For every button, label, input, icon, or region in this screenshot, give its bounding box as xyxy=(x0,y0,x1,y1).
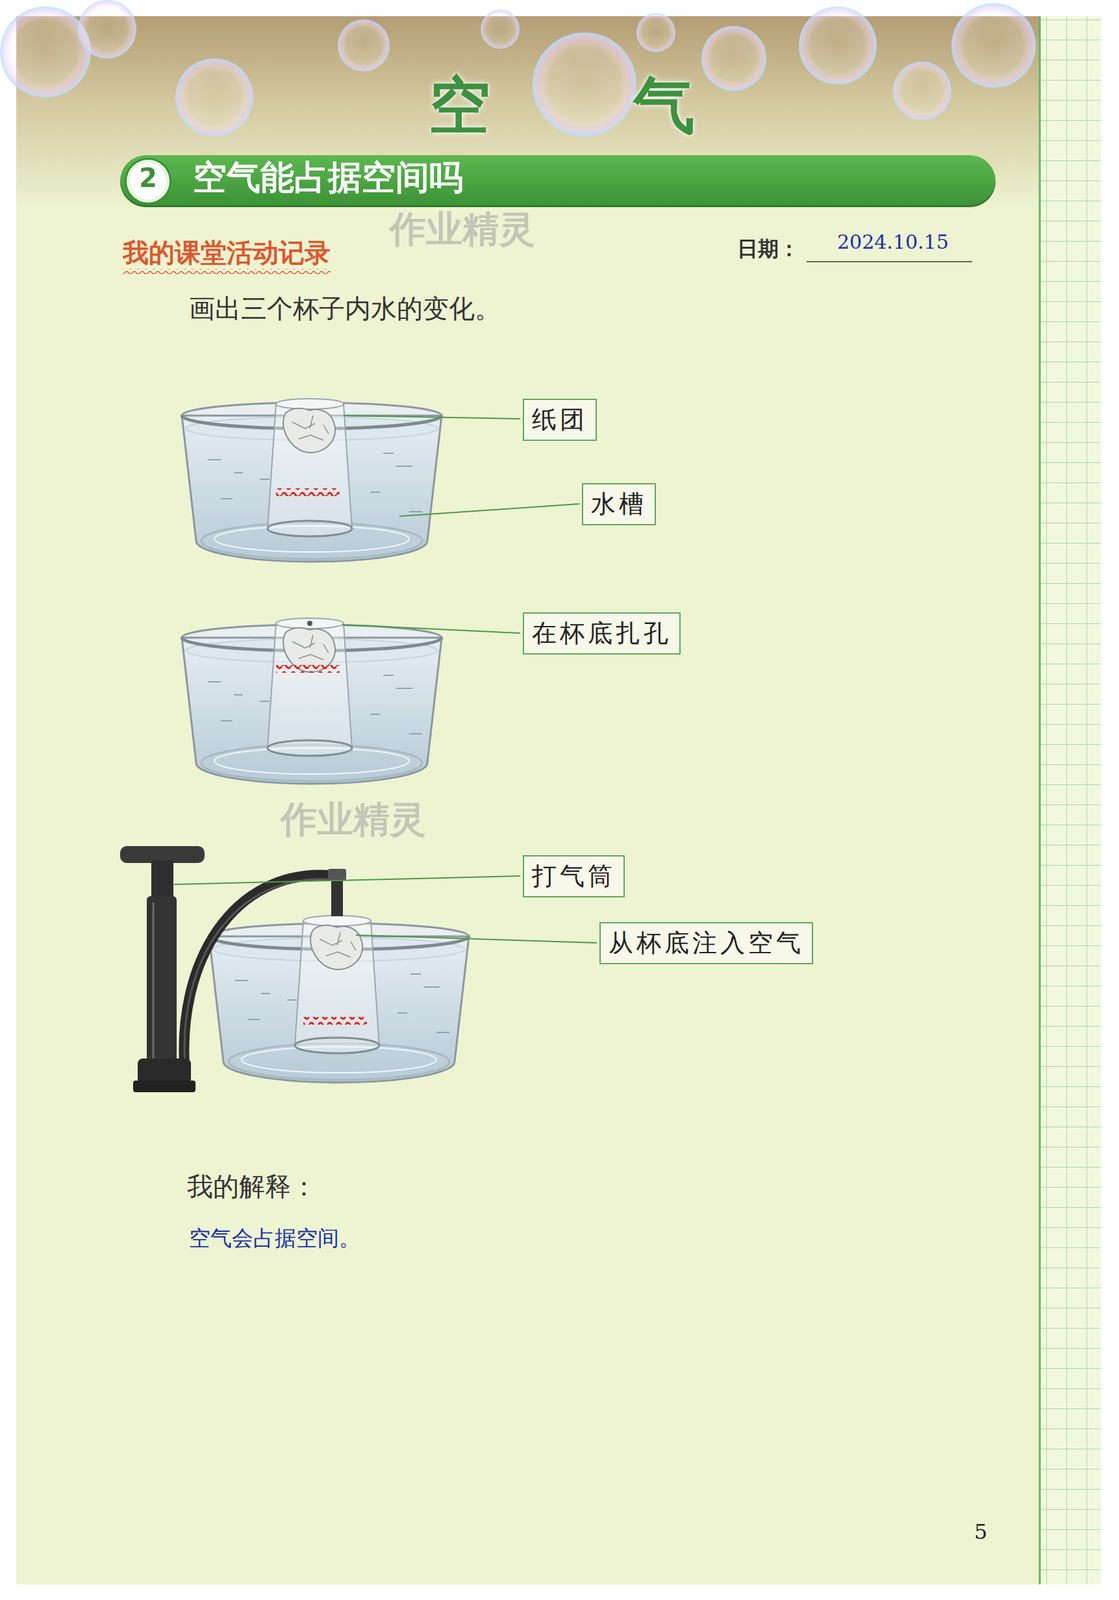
part-label: 从杯底注入空气 xyxy=(608,927,805,960)
hole xyxy=(307,620,313,627)
leader-line xyxy=(344,415,521,419)
page-title: 空气 xyxy=(428,64,838,149)
part-label: 打气筒 xyxy=(531,860,616,893)
page-ground xyxy=(0,0,1101,1585)
number-circle: 2 xyxy=(126,159,170,203)
explanation-label: 我的解释： xyxy=(187,1169,317,1205)
grid-border xyxy=(1039,16,1042,1585)
pump-barrel xyxy=(146,896,177,1067)
tank-paper-ball xyxy=(181,398,442,562)
pump-base xyxy=(133,1080,196,1093)
water-level-mark xyxy=(276,665,340,673)
leader-line xyxy=(342,624,521,634)
pump-shine xyxy=(152,902,155,1059)
part-label: 水槽 xyxy=(590,488,647,521)
leader-line xyxy=(355,935,597,943)
cup xyxy=(294,915,380,1054)
hose xyxy=(183,875,330,1075)
instruction: 画出三个杯子内水的变化。 xyxy=(188,290,501,327)
page-number: 5 xyxy=(974,1519,988,1545)
header-photo xyxy=(16,16,1040,212)
callout-box: 纸团 xyxy=(522,398,597,441)
explanation-answer: 空气会占据空间。 xyxy=(188,1224,361,1254)
cup xyxy=(267,398,353,537)
date-underline xyxy=(806,261,973,263)
paper xyxy=(16,16,1101,1585)
section-number: 2 xyxy=(129,163,167,193)
leader-line xyxy=(174,876,521,885)
nozzle-ring xyxy=(327,868,347,881)
water-level-mark xyxy=(303,1017,367,1025)
tank-hole xyxy=(181,618,442,784)
water-level-mark xyxy=(276,488,340,497)
callout-box: 在杯底扎孔 xyxy=(522,612,681,655)
nozzle xyxy=(331,880,343,917)
tank-pump xyxy=(120,846,469,1093)
hose-shine xyxy=(184,879,329,1066)
section-subtitle: 我的课堂活动记录 xyxy=(122,235,331,271)
part-label: 纸团 xyxy=(531,403,588,436)
watermark: 作业精灵 xyxy=(280,795,427,845)
callout-box: 打气筒 xyxy=(522,855,625,898)
section-heading: 空气能占据空间吗 xyxy=(120,155,996,201)
callout-box: 水槽 xyxy=(581,483,656,526)
grid-lines xyxy=(1039,16,1101,1585)
watermark: 作业精灵 xyxy=(389,205,536,255)
pump-rod xyxy=(151,860,174,900)
cup xyxy=(267,618,353,756)
grid-margin xyxy=(1039,16,1101,1585)
part-label: 在杯底扎孔 xyxy=(531,617,672,650)
date-value: 2024.10.15 xyxy=(837,230,949,254)
section-band: 空气能占据空间吗2 xyxy=(120,155,996,208)
callout-box: 从杯底注入空气 xyxy=(599,922,814,965)
wavy-underline xyxy=(122,268,331,275)
leader-line xyxy=(399,503,580,517)
date-label: 日期： xyxy=(737,235,800,264)
